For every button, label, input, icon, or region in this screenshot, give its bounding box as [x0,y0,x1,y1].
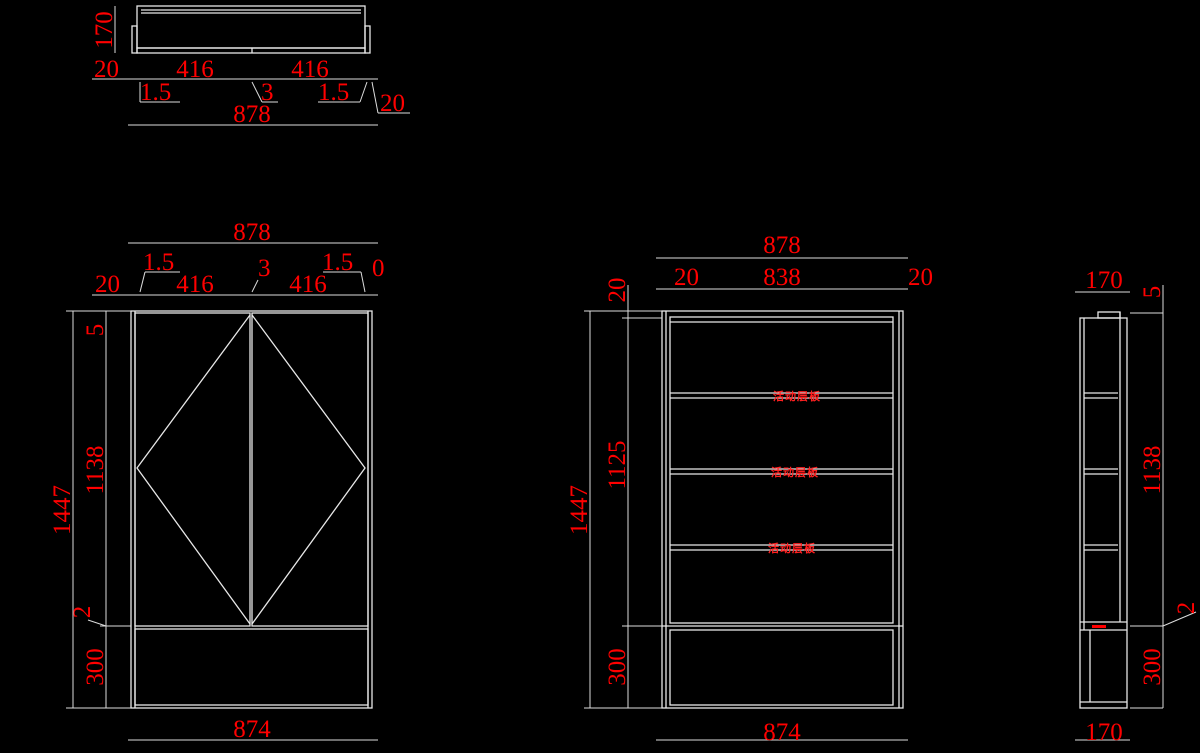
dim-front-gap-right: 1.5 [322,249,353,276]
interior-base [669,629,894,706]
dim-interior-bottom-width: 874 [763,719,801,746]
dim-interior-inner-height: 1125 [604,440,631,489]
front-view: 878 1.5 3 1.5 0 20 416 416 1447 5 1138 2… [49,219,385,743]
dim-front-total-height: 1447 [49,485,76,535]
interior-view: 活动层板 活动层板 活动层板 878 20 838 20 1447 20 112… [566,232,933,746]
dim-side-base-height: 300 [1139,648,1166,686]
top-view-body [136,5,366,49]
dim-front-door-right: 416 [289,271,327,298]
dim-front-gap-mid: 3 [258,255,271,282]
dim-interior-base-height: 300 [604,648,631,686]
top-view: 170 20 416 416 1.5 3 1.5 20 878 [91,5,410,128]
dim-front-left-side: 20 [95,271,120,298]
dim-side-gap: 2 [1173,602,1200,615]
dim-top-height: 170 [91,11,118,49]
dim-interior-total-width: 878 [763,232,801,259]
dim-top-gap-left: 1.5 [140,79,171,106]
front-cabinet-outline [130,310,373,709]
dim-side-height: 1138 [1139,445,1166,494]
right-door-diamond [251,314,366,625]
left-door-diamond [136,314,251,625]
dim-top-left-side: 20 [94,56,119,83]
dim-top-door-left: 416 [176,56,214,83]
dim-interior-inner-width: 838 [763,264,801,291]
dim-top-door-right: 416 [291,56,329,83]
side-view: 170 5 1138 2 300 170 [1075,267,1200,746]
dim-top-right-side: 20 [380,90,405,117]
dim-front-right-offset: 0 [372,255,385,282]
hinge-mark [1092,625,1106,628]
dim-front-gap-left: 1.5 [143,249,174,276]
dim-front-base-height: 300 [82,648,109,686]
dim-interior-total-height: 1447 [566,485,593,535]
dim-front-bottom-width: 874 [233,716,271,743]
dim-side-depth-bottom: 170 [1085,719,1123,746]
dim-top-gap-mid: 3 [261,79,274,106]
base-panel [134,628,369,706]
dim-front-total-width: 878 [233,219,271,246]
dim-side-top-gap: 5 [1139,286,1166,299]
left-door [134,312,251,627]
dim-front-door-left: 416 [176,271,214,298]
dim-front-top-gap: 5 [82,324,109,337]
dim-front-bottom-gap: 2 [69,606,96,619]
dim-top-gap-right: 1.5 [318,79,349,106]
right-door [251,312,369,627]
dim-top-total-width: 878 [233,101,271,128]
dim-front-door-height: 1138 [82,445,109,494]
dim-interior-top: 20 [604,278,631,303]
interior-cabinet-outline [661,310,904,709]
shelf-label: 活动层板 [771,465,819,479]
shelf-label: 活动层板 [773,389,821,403]
dim-interior-right-side: 20 [908,264,933,291]
shelf-label: 活动层板 [768,541,816,555]
dim-interior-left-side: 20 [674,264,699,291]
dim-side-depth-top: 170 [1085,267,1123,294]
